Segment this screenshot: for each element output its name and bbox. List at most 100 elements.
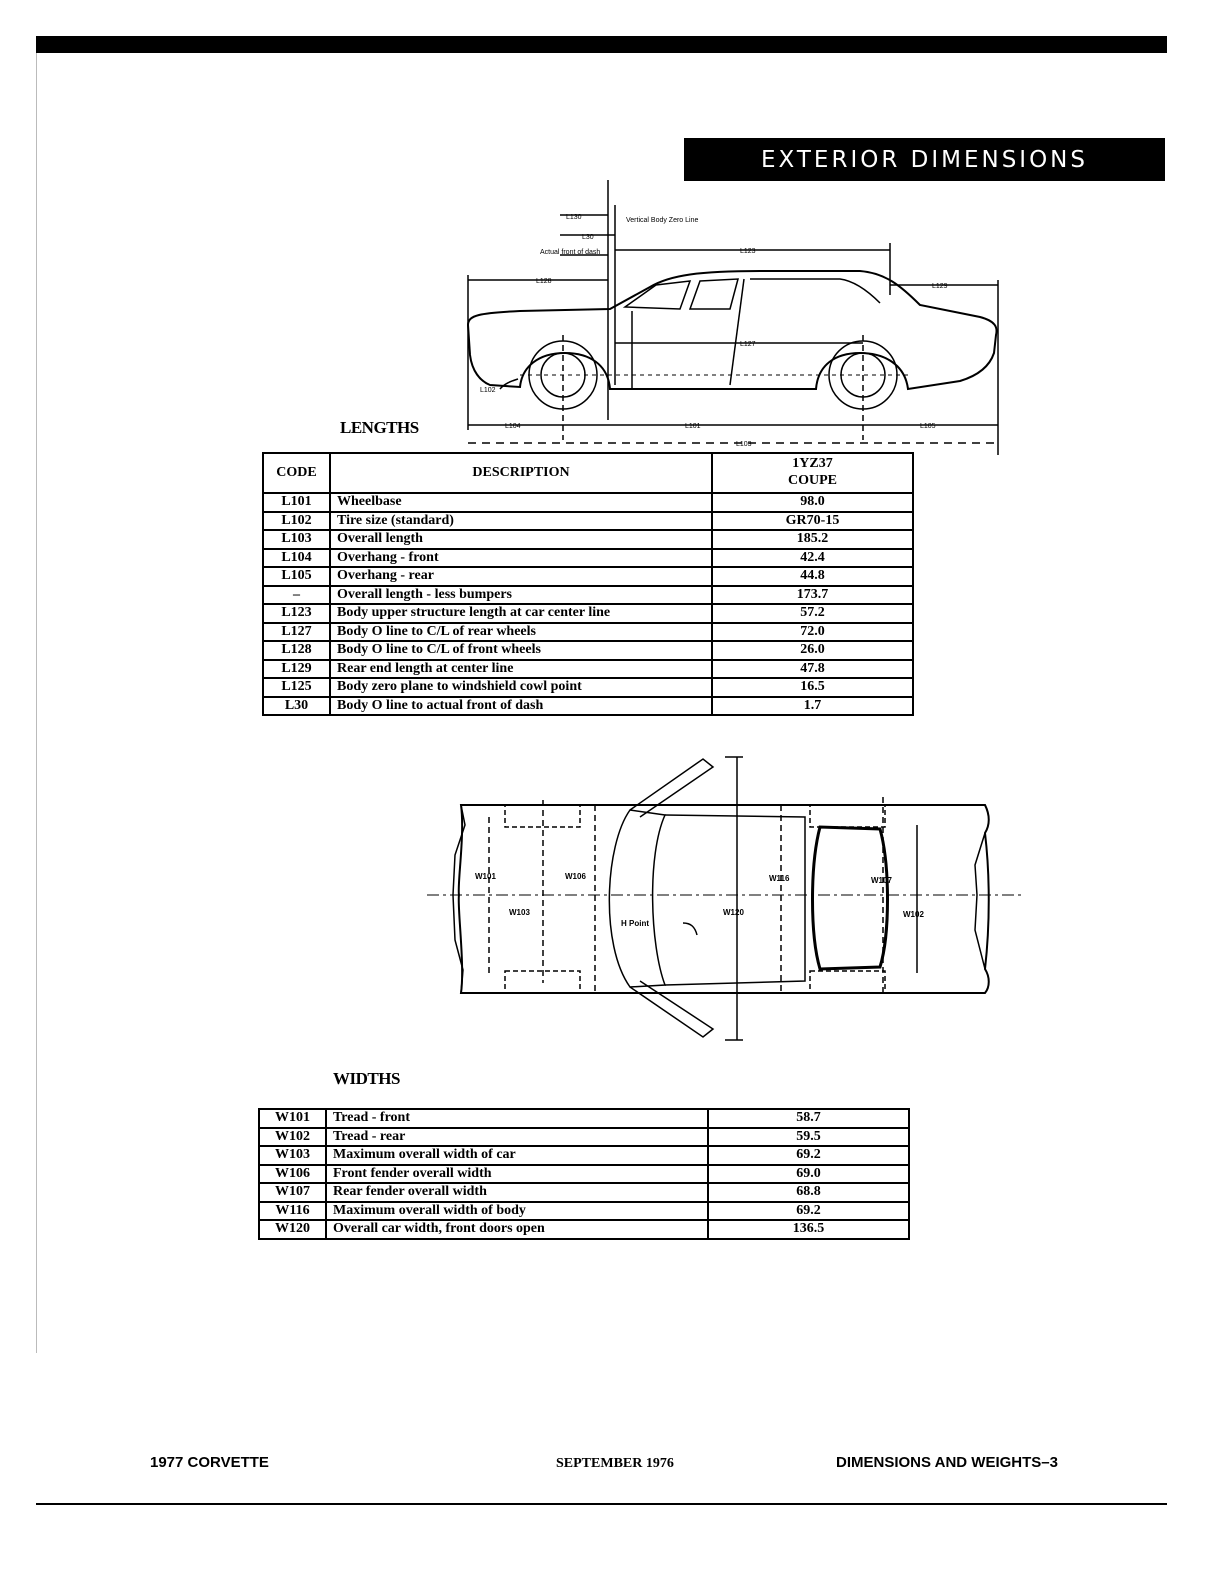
label-actual-front-of-dash: Actual front of dash (540, 249, 600, 256)
row-value: 44.8 (711, 566, 914, 587)
page-title: EXTERIOR DIMENSIONS (761, 146, 1088, 173)
row-code: W102 (258, 1126, 327, 1147)
label-l30: L30 (582, 234, 594, 241)
top-view-diagram: W101 W106 W103 H Point W120 W116 W107 W1… (427, 756, 1025, 1041)
label-l127: L127 (740, 341, 756, 348)
row-value: 98.0 (711, 492, 914, 513)
label-l105: L105 (920, 423, 936, 430)
row-description: Overall car width, front doors open (325, 1219, 709, 1240)
row-description: Overall length (329, 529, 713, 550)
row-value: 42.4 (711, 547, 914, 568)
label-w120: W120 (723, 908, 744, 917)
row-code: – (262, 584, 331, 605)
row-code: W101 (258, 1108, 327, 1129)
row-description: Overall length - less bumpers (329, 584, 713, 605)
row-description: Body O line to C/L of rear wheels (329, 621, 713, 642)
row-value: 57.2 (711, 603, 914, 624)
row-description: Body zero plane to windshield cowl point (329, 677, 713, 698)
row-code: L102 (262, 510, 331, 531)
row-value: 68.8 (707, 1182, 910, 1203)
row-code: W107 (258, 1182, 327, 1203)
row-description: Body O line to C/L of front wheels (329, 640, 713, 661)
row-code: W116 (258, 1200, 327, 1221)
row-code: L101 (262, 492, 331, 513)
row-code: W106 (258, 1163, 327, 1184)
header-model-line1: 1YZ37 (792, 456, 833, 472)
row-description: Tire size (standard) (329, 510, 713, 531)
row-code: W120 (258, 1219, 327, 1240)
row-code: L129 (262, 658, 331, 679)
label-w103: W103 (509, 908, 530, 917)
row-code: L125 (262, 677, 331, 698)
row-description: Front fender overall width (325, 1163, 709, 1184)
label-l103: L103 (736, 441, 752, 448)
row-value: 185.2 (711, 529, 914, 550)
label-w116: W116 (769, 874, 790, 883)
bottom-rule (36, 1503, 1167, 1505)
row-value: 72.0 (711, 621, 914, 642)
row-description: Wheelbase (329, 492, 713, 513)
footer-right: DIMENSIONS AND WEIGHTS–3 (836, 1454, 1058, 1471)
row-value: 173.7 (711, 584, 914, 605)
label-w102: W102 (903, 910, 924, 919)
table-header-row: CODE DESCRIPTION 1YZ37 COUPE (262, 452, 914, 494)
widths-heading: WIDTHS (333, 1069, 400, 1088)
row-value: 69.0 (707, 1163, 910, 1184)
row-value: 47.8 (711, 658, 914, 679)
header-code: CODE (262, 452, 331, 494)
label-l104: L104 (505, 423, 521, 430)
label-l128: L128 (536, 278, 552, 285)
row-code: L103 (262, 529, 331, 550)
row-value: 69.2 (707, 1145, 910, 1166)
page-title-banner: EXTERIOR DIMENSIONS (684, 138, 1165, 181)
row-value: 69.2 (707, 1200, 910, 1221)
row-code: W103 (258, 1145, 327, 1166)
header-model: 1YZ37 COUPE (711, 452, 914, 494)
label-h-point: H Point (621, 919, 649, 928)
row-description: Maximum overall width of car (325, 1145, 709, 1166)
row-code: L104 (262, 547, 331, 568)
row-value: 16.5 (711, 677, 914, 698)
header-description: DESCRIPTION (329, 452, 713, 494)
row-code: L128 (262, 640, 331, 661)
footer-center: SEPTEMBER 1976 (556, 1456, 674, 1471)
label-w107: W107 (871, 876, 892, 885)
row-value: 58.7 (707, 1108, 910, 1129)
label-l102: L102 (480, 387, 496, 394)
side-view-diagram: L130 Vertical Body Zero Line L30 Actual … (466, 180, 999, 455)
label-l130: L130 (566, 214, 582, 221)
label-l129: L129 (932, 283, 948, 290)
label-vertical-body-zero-line: Vertical Body Zero Line (626, 217, 698, 224)
footer-left: 1977 CORVETTE (150, 1454, 269, 1471)
row-description: Tread - front (325, 1108, 709, 1129)
row-code: L105 (262, 566, 331, 587)
row-description: Overhang - front (329, 547, 713, 568)
row-description: Rear fender overall width (325, 1182, 709, 1203)
row-description: Body upper structure length at car cente… (329, 603, 713, 624)
row-code: L30 (262, 695, 331, 716)
row-value: 59.5 (707, 1126, 910, 1147)
row-description: Rear end length at center line (329, 658, 713, 679)
header-model-line2: COUPE (788, 473, 837, 488)
top-rule (36, 36, 1167, 53)
row-description: Overhang - rear (329, 566, 713, 587)
